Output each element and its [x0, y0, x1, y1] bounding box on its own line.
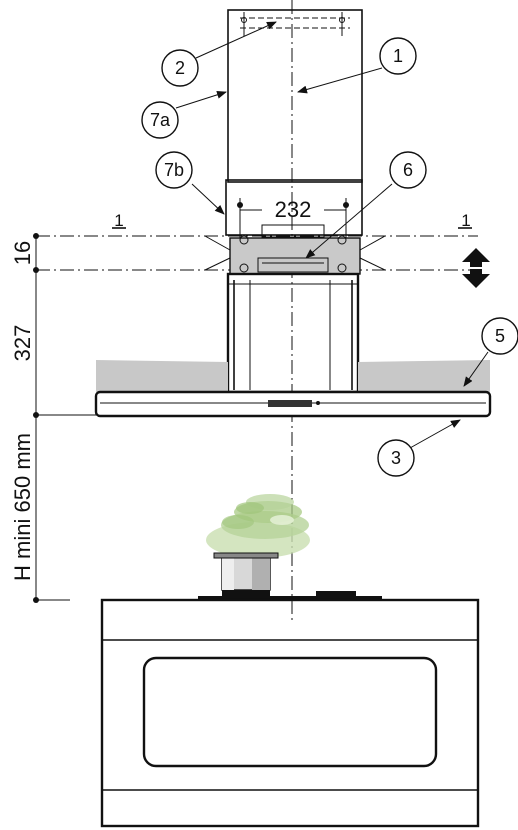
callout-6: 6 — [305, 151, 427, 259]
height-adjust-arrows-icon — [462, 248, 490, 288]
fixing-frame — [204, 224, 386, 275]
cooktop — [198, 590, 382, 600]
lower-chimney — [225, 179, 363, 236]
hood-canopy-band — [96, 360, 490, 392]
reference-label-left: 1 — [114, 211, 123, 230]
callout-1-label: 1 — [393, 46, 403, 66]
callout-1: 1 — [297, 37, 417, 94]
callout-7b: 7b — [155, 151, 225, 215]
callout-2: 2 — [161, 21, 277, 87]
callout-3-label: 3 — [391, 448, 401, 468]
callout-7a: 7a — [141, 90, 227, 139]
callout-7b-label: 7b — [164, 160, 184, 180]
bracket-spacing-dimension: 232 — [237, 197, 349, 240]
adjust-height-value: 16 — [10, 241, 35, 265]
callout-3: 3 — [377, 419, 461, 477]
hood-body — [226, 272, 360, 394]
callout-7a-label: 7a — [150, 110, 171, 130]
callout-2-label: 2 — [175, 58, 185, 78]
upper-chimney — [227, 9, 363, 183]
bracket-spacing-value: 232 — [275, 197, 312, 222]
callout-6-label: 6 — [403, 160, 413, 180]
vertical-dimension-line — [33, 233, 96, 603]
min-height-value: H mini 650 mm — [10, 433, 35, 581]
hood-canopy — [94, 390, 492, 418]
callout-5-label: 5 — [495, 326, 505, 346]
steam-illustration — [206, 494, 310, 558]
callout-5: 5 — [463, 317, 518, 387]
chimney-height-value: 327 — [10, 325, 35, 362]
oven-cabinet — [100, 598, 480, 828]
reference-label-right: 1 — [461, 211, 470, 230]
cooking-pot — [213, 552, 279, 591]
